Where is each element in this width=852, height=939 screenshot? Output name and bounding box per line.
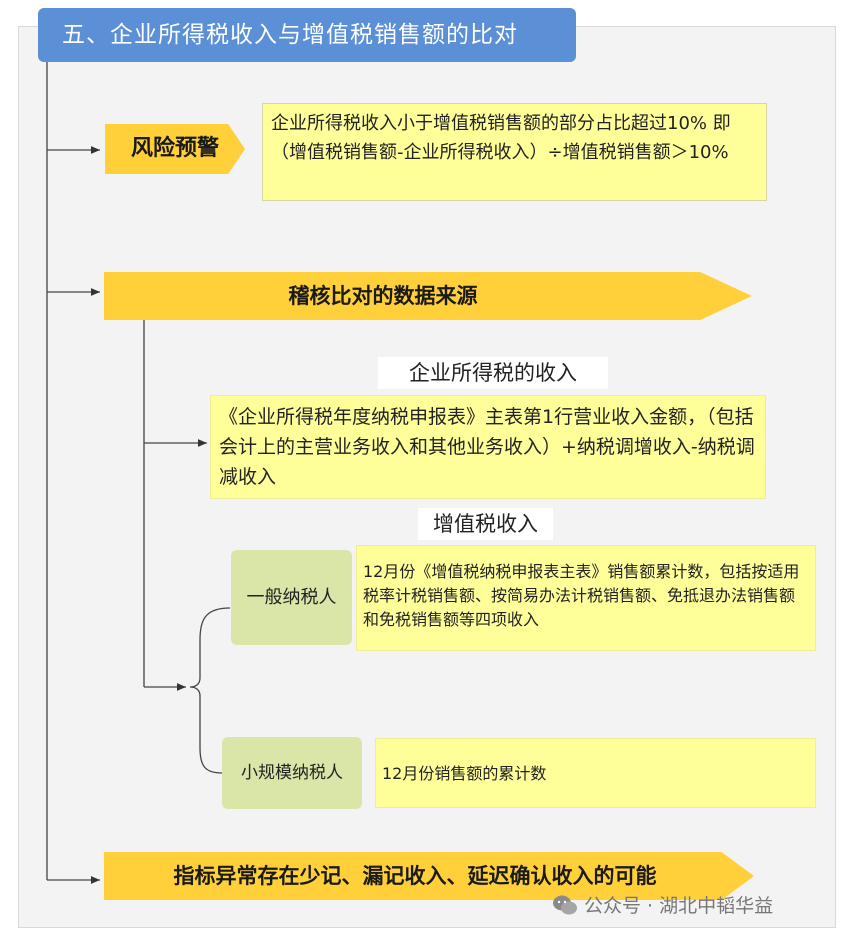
general-taxpayer-label: 一般纳税人 [231, 550, 352, 645]
wechat-watermark: 公众号 · 湖北中韬华益 [552, 891, 773, 918]
risk-warning-text: 风险预警 [130, 136, 219, 161]
small-scale-taxpayer-description: 12月份销售额的累计数 [375, 738, 816, 808]
small-scale-taxpayer-label: 小规模纳税人 [222, 737, 362, 809]
vat-income-heading: 增值税收入 [418, 508, 553, 540]
risk-warning-label: 风险预警 [105, 124, 245, 174]
data-source-banner: 稽核比对的数据来源 [104, 272, 752, 320]
watermark-text: 公众号 · 湖北中韬华益 [584, 895, 774, 917]
risk-description: 企业所得税收入小于增值税销售额的部分占比超过10% 即（增值税销售额-企业所得税… [262, 103, 767, 201]
data-source-label: 稽核比对的数据来源 [288, 284, 478, 308]
wechat-icon [553, 895, 577, 914]
page-title: 五、企业所得税收入与增值税销售额的比对 [38, 8, 576, 62]
cit-income-description: 《企业所得税年度纳税申报表》主表第1行营业收入金额，（包括会计上的主营业务收入和… [210, 395, 766, 499]
general-taxpayer-description: 12月份《增值税纳税申报表主表》销售额累计数，包括按适用税率计税销售额、按简易办… [356, 545, 816, 651]
conclusion-banner: 指标异常存在少记、漏记收入、延迟确认收入的可能 [104, 852, 754, 900]
cit-income-heading: 企业所得税的收入 [378, 357, 608, 389]
conclusion-text: 指标异常存在少记、漏记收入、延迟确认收入的可能 [173, 864, 657, 888]
